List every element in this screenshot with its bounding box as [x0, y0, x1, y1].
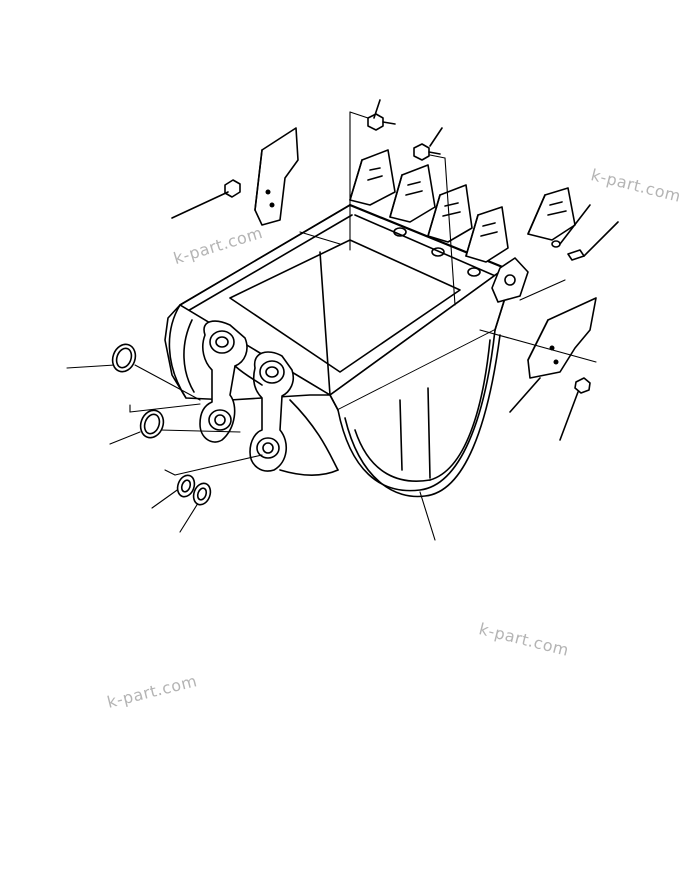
shim-rings [111, 343, 212, 506]
tooth-3 [427, 184, 473, 257]
leader-lines [66, 111, 597, 541]
tooth-2 [389, 164, 436, 237]
bucket-teeth [349, 149, 529, 303]
tooth-adapter [491, 257, 529, 303]
spare-tooth-set [527, 187, 619, 261]
tooth-4 [465, 206, 509, 277]
tooth-1 [349, 149, 396, 206]
bolts-top [367, 99, 443, 161]
mounting-brackets [199, 320, 339, 477]
side-cutter-left [171, 127, 299, 226]
side-cutter-right [509, 297, 597, 441]
